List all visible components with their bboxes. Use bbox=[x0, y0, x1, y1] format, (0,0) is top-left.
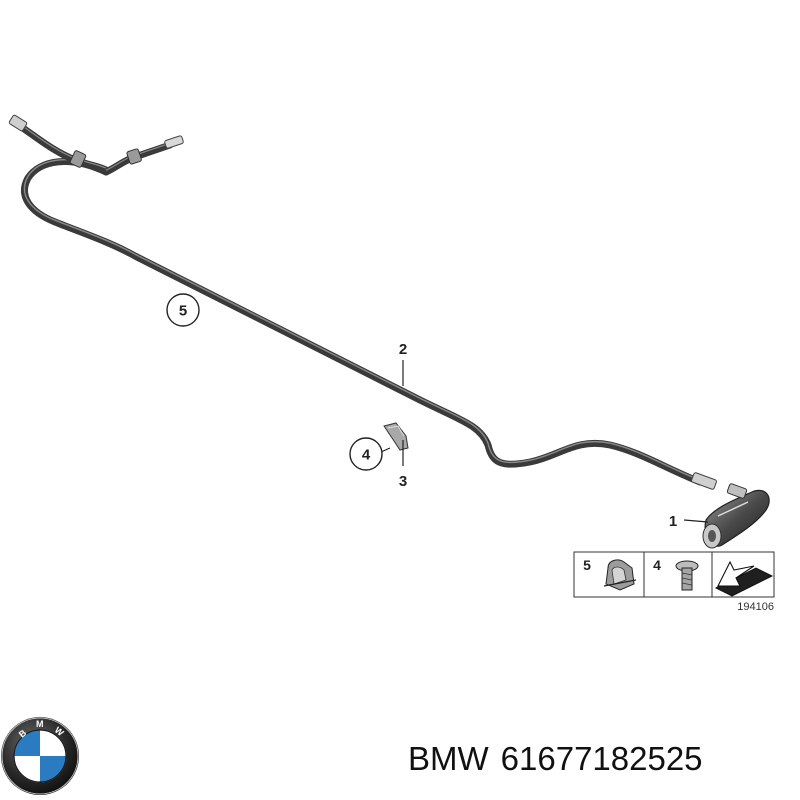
callout-5: 5 bbox=[179, 303, 187, 320]
position-marker-icon bbox=[166, 293, 200, 327]
hose-clip-icon bbox=[603, 559, 637, 591]
figure-id: 194106 bbox=[737, 601, 774, 613]
svg-text:B: B bbox=[17, 727, 29, 739]
spray-nozzle-icon bbox=[702, 483, 770, 549]
legend-number-4: 4 bbox=[653, 557, 661, 573]
callout-3: 3 bbox=[399, 473, 407, 490]
panel-marker-icon bbox=[714, 560, 774, 597]
screw-icon bbox=[675, 560, 699, 591]
position-marker-icon bbox=[349, 437, 383, 471]
callout-4: 4 bbox=[362, 447, 371, 464]
legend-number-5: 5 bbox=[583, 557, 591, 573]
brand-name: BMW bbox=[408, 740, 489, 777]
bmw-logo-icon: B M W bbox=[1, 717, 79, 795]
callout-leaders bbox=[380, 360, 709, 523]
hose-clip-icon bbox=[383, 422, 409, 451]
callout-2: 2 bbox=[399, 341, 407, 358]
part-caption: BMW 61677182525 bbox=[408, 740, 703, 778]
callout-1: 1 bbox=[669, 513, 677, 530]
hose-line-icon bbox=[8, 114, 717, 490]
svg-text:M: M bbox=[36, 719, 44, 729]
part-number: 61677182525 bbox=[500, 740, 703, 777]
